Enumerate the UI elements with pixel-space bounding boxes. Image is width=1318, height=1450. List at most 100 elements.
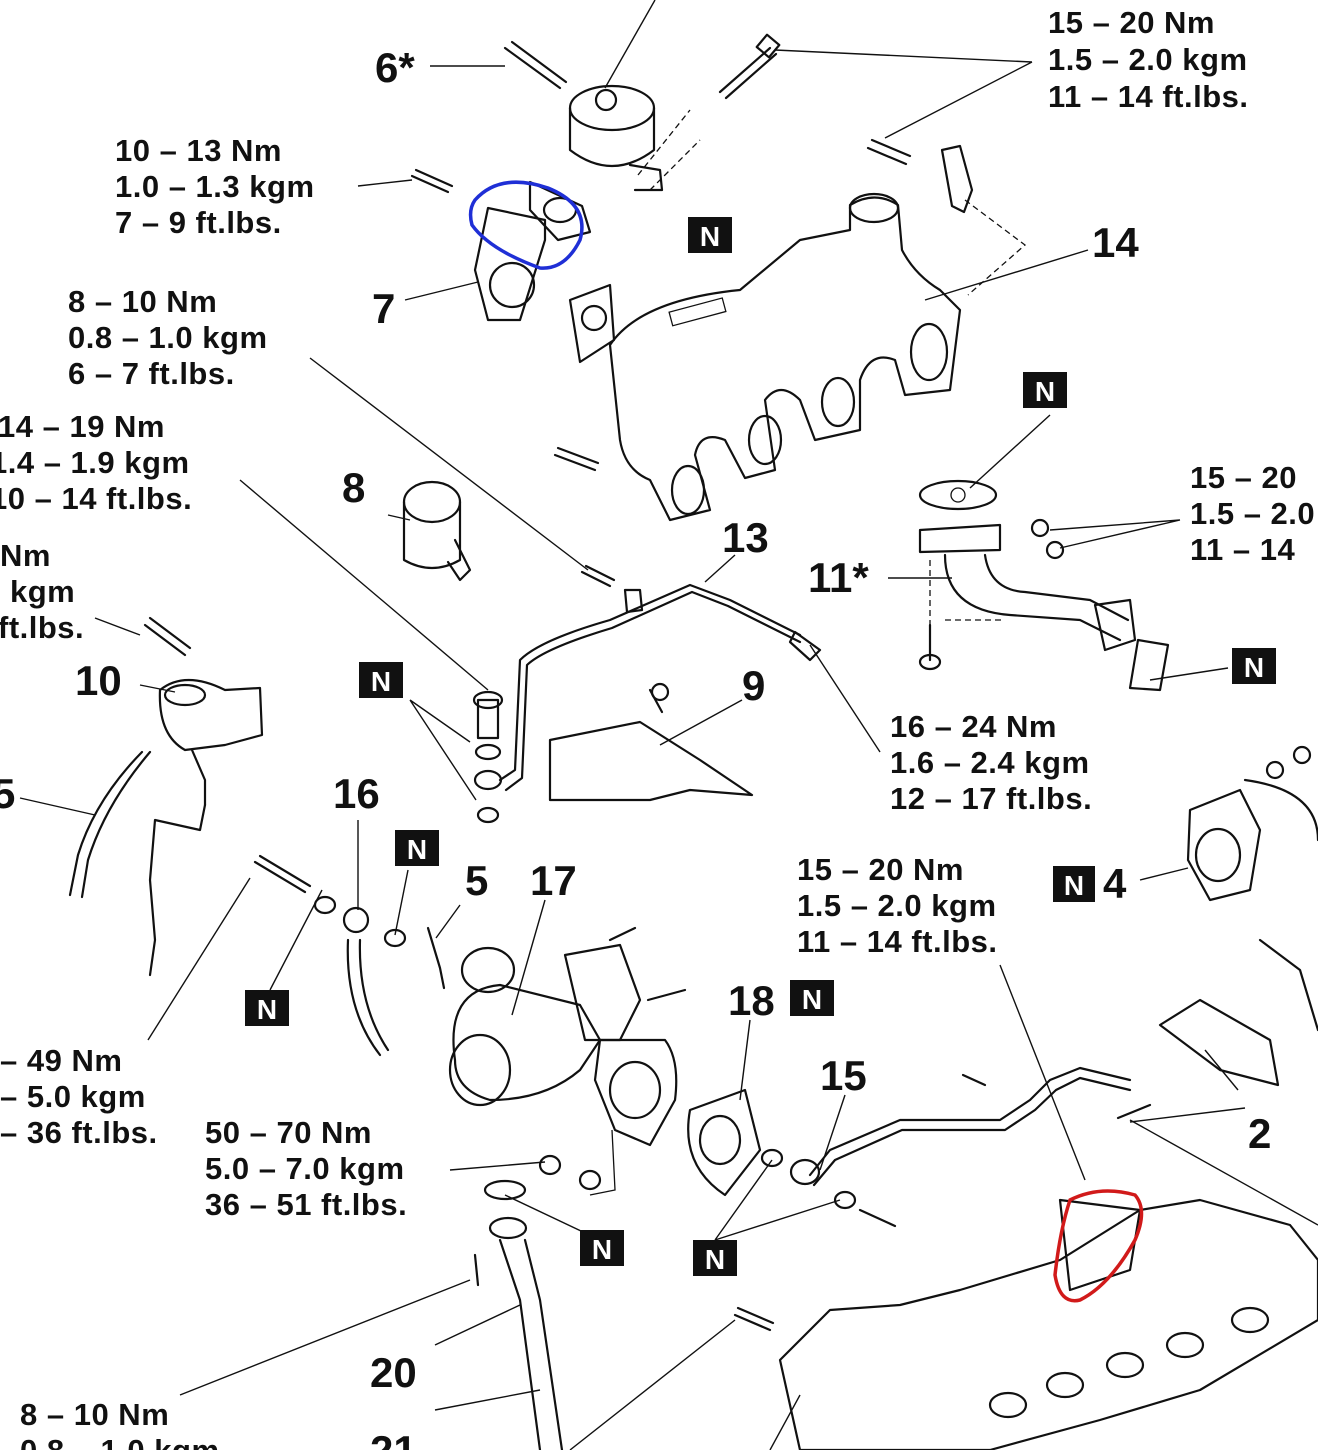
- part-17-turbocharger: [426, 926, 687, 1147]
- part-numbers: 6* 7 14 8 13 11* 10 9 16 5 17 4 18 15 2 …: [0, 44, 1271, 1450]
- svg-text:1.4 – 1.9 kgm: 1.4 – 1.9 kgm: [0, 445, 190, 480]
- svg-text:N: N: [700, 221, 720, 252]
- svg-text:N: N: [705, 1244, 725, 1275]
- svg-text:6 – 7 ft.lbs.: 6 – 7 ft.lbs.: [68, 356, 235, 391]
- part-number: 5: [465, 857, 488, 904]
- bolt-14-upper: [866, 138, 912, 166]
- svg-text:N: N: [257, 994, 277, 1025]
- leader-lines: [19, 0, 1318, 1450]
- torque-spec-50-70: 50 – 70 Nm 5.0 – 7.0 kgm 36 – 51 ft.lbs.: [205, 1115, 407, 1222]
- svg-text:N: N: [371, 666, 391, 697]
- bolt-washers-13: [472, 690, 504, 824]
- part-number: 17: [530, 857, 577, 904]
- torque-spec-part7: 10 – 13 Nm 1.0 – 1.3 kgm 7 – 9 ft.lbs.: [115, 133, 315, 240]
- part-number: 4: [1103, 860, 1127, 907]
- svg-text:11 – 14: 11 – 14: [1190, 532, 1295, 567]
- svg-text:7 – 9 ft.lbs.: 7 – 9 ft.lbs.: [115, 205, 282, 240]
- part-number: 10: [75, 657, 122, 704]
- part-number: 7: [372, 285, 395, 332]
- part-11-oil-return: [918, 479, 1170, 692]
- part-20-oil-return-pipe: [473, 1129, 616, 1450]
- svg-text:ft.lbs.: ft.lbs.: [0, 610, 84, 645]
- torque-spec-top-right: 15 – 20 Nm 1.5 – 2.0 kgm 11 – 14 ft.lbs.: [1048, 5, 1249, 114]
- svg-text:8 – 10 Nm: 8 – 10 Nm: [20, 1397, 169, 1432]
- torque-spec-right-cut: 15 – 20 1.5 – 2.0 11 – 14: [1190, 460, 1315, 567]
- svg-text:1.0 – 1.3 kgm: 1.0 – 1.3 kgm: [115, 169, 315, 204]
- svg-text:11 – 14 ft.lbs.: 11 – 14 ft.lbs.: [797, 924, 998, 959]
- n-badges: N N N N N N N N N N: [245, 217, 1276, 1276]
- annotation-blue-circle: [468, 180, 584, 270]
- bolt-top: [718, 33, 781, 100]
- part-6-wastegate-actuator: [503, 40, 701, 192]
- svg-text:50 – 70 Nm: 50 – 70 Nm: [205, 1115, 372, 1150]
- n-badge: N: [693, 1240, 737, 1276]
- svg-text:0.8 – 1.0 kgm: 0.8 – 1.0 kgm: [20, 1433, 220, 1450]
- torque-spec-14-19: 14 – 19 Nm 1.4 – 1.9 kgm 10 – 14 ft.lbs.: [0, 409, 192, 516]
- part-14-exhaust-manifold: [553, 192, 962, 522]
- svg-text:N: N: [802, 984, 822, 1015]
- part-number: 13: [722, 514, 769, 561]
- torque-spec-bottom: 8 – 10 Nm 0.8 – 1.0 kgm: [20, 1397, 220, 1450]
- torque-spec-49: – 49 Nm – 5.0 kgm – 36 ft.lbs.: [0, 1043, 157, 1150]
- part-4-exhaust-outlet: [1186, 745, 1318, 1032]
- svg-text:8 – 10 Nm: 8 – 10 Nm: [68, 284, 217, 319]
- svg-text:15 – 20 Nm: 15 – 20 Nm: [797, 852, 964, 887]
- svg-text:16 – 24 Nm: 16 – 24 Nm: [890, 709, 1057, 744]
- svg-text:15 – 20: 15 – 20: [1190, 460, 1297, 495]
- part-number-cut: 5: [0, 770, 15, 817]
- part-9-heat-shield: [548, 682, 754, 802]
- svg-text:0.8 – 1.0 kgm: 0.8 – 1.0 kgm: [68, 320, 268, 355]
- n-badge: N: [1232, 648, 1276, 684]
- part-number: 18: [728, 977, 775, 1024]
- gasket-7: [568, 283, 616, 364]
- part-10-actuator: [68, 616, 264, 977]
- part-number: 6*: [375, 44, 415, 91]
- n-badge: N: [1023, 372, 1067, 408]
- part-number: 11*: [808, 554, 869, 601]
- part-21-exhaust-manifold: [733, 1198, 1318, 1450]
- torque-spec-mid-right: 15 – 20 Nm 1.5 – 2.0 kgm 11 – 14 ft.lbs.: [797, 852, 998, 959]
- svg-text:14 – 19 Nm: 14 – 19 Nm: [0, 409, 165, 444]
- svg-text:1.6 – 2.4 kgm: 1.6 – 2.4 kgm: [890, 745, 1090, 780]
- part-number: 2: [1248, 1110, 1271, 1157]
- torque-spec-left-cut: Nm kgm ft.lbs.: [0, 538, 84, 645]
- part-number: 21: [370, 1427, 417, 1450]
- n-badge: N: [359, 662, 403, 698]
- svg-text:kgm: kgm: [10, 574, 75, 609]
- part-number: 20: [370, 1349, 417, 1396]
- svg-text:N: N: [1244, 652, 1264, 683]
- svg-text:10 – 13 Nm: 10 – 13 Nm: [115, 133, 282, 168]
- svg-text:11 – 14 ft.lbs.: 11 – 14 ft.lbs.: [1048, 79, 1249, 114]
- svg-text:1.5 – 2.0 kgm: 1.5 – 2.0 kgm: [797, 888, 997, 923]
- svg-text:10 – 14 ft.lbs.: 10 – 14 ft.lbs.: [0, 481, 192, 516]
- torque-spec-8-10: 8 – 10 Nm 0.8 – 1.0 kgm 6 – 7 ft.lbs.: [68, 284, 268, 391]
- svg-text:Nm: Nm: [0, 538, 51, 573]
- part-16-hose: [253, 854, 407, 1057]
- svg-text:N: N: [1064, 870, 1084, 901]
- n-badge: N: [395, 830, 439, 866]
- svg-text:12 – 17 ft.lbs.: 12 – 17 ft.lbs.: [890, 781, 1092, 816]
- n-badge: N: [1053, 866, 1095, 902]
- svg-text:1.5 – 2.0: 1.5 – 2.0: [1190, 496, 1315, 531]
- svg-text:15 – 20 Nm: 15 – 20 Nm: [1048, 5, 1215, 40]
- svg-text:N: N: [1035, 376, 1055, 407]
- part-2-heat-shield: [1116, 998, 1280, 1120]
- svg-text:N: N: [592, 1234, 612, 1265]
- part-8-sensor: [402, 480, 472, 582]
- torque-spec-16-24: 16 – 24 Nm 1.6 – 2.4 kgm 12 – 17 ft.lbs.: [890, 709, 1092, 816]
- part-number: 14: [1092, 219, 1139, 266]
- svg-text:N: N: [407, 834, 427, 865]
- part-13-oil-pipe: [498, 564, 822, 792]
- svg-text:– 49 Nm: – 49 Nm: [0, 1043, 122, 1078]
- annotation-red-circle: [1053, 1189, 1144, 1303]
- n-badge: N: [790, 980, 834, 1016]
- part-number: 9: [742, 662, 765, 709]
- svg-text:5.0 – 7.0 kgm: 5.0 – 7.0 kgm: [205, 1151, 405, 1186]
- n-badge: N: [688, 217, 732, 253]
- bracket-dash: [964, 199, 1027, 296]
- n-badge: N: [245, 990, 289, 1026]
- svg-text:– 5.0 kgm: – 5.0 kgm: [0, 1079, 146, 1114]
- part-number: 16: [333, 770, 380, 817]
- svg-text:1.5 – 2.0 kgm: 1.5 – 2.0 kgm: [1048, 42, 1248, 77]
